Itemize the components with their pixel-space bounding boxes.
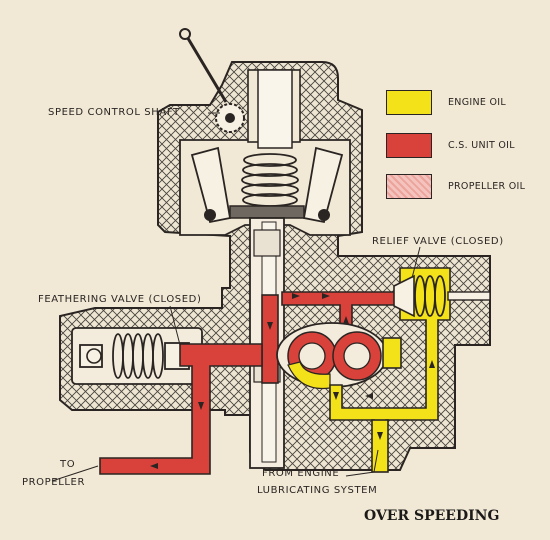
to-propeller-label-line2: PROPELLER xyxy=(22,477,86,488)
legend-label-engine-oil: ENGINE OIL xyxy=(448,97,506,108)
relief-valve-label: RELIEF VALVE (CLOSED) xyxy=(372,236,504,247)
gear-pump xyxy=(276,322,388,390)
feathering-valve-spring xyxy=(112,333,164,379)
from-engine-label-line2: LUBRICATING SYSTEM xyxy=(257,485,378,496)
leader-lines xyxy=(51,112,421,482)
legend-label-cs-unit-oil: C.S. UNIT OIL xyxy=(448,140,515,151)
legend-swatch-propeller-oil xyxy=(386,174,432,199)
flyweight-head xyxy=(229,205,305,219)
cs-unit-oil-passages xyxy=(99,291,401,475)
to-propeller-label-line1: TO xyxy=(60,459,76,470)
legend-label-propeller-oil: PROPELLER OIL xyxy=(448,181,526,192)
engine-inlet xyxy=(371,419,389,473)
from-engine-label-line1: FROM ENGINE xyxy=(262,468,340,479)
legend-swatch-engine-oil xyxy=(386,90,432,115)
speed-control-shaft-label: SPEED CONTROL SHAFT xyxy=(48,107,180,118)
speed-control-shaft xyxy=(179,28,245,133)
flow-arrows xyxy=(150,293,435,469)
relief-valve xyxy=(393,274,491,318)
speeder-spring xyxy=(241,153,299,207)
feathering-valve-label: FEATHERING VALVE (CLOSED) xyxy=(38,294,202,305)
legend-swatch-cs-unit-oil xyxy=(386,133,432,158)
diagram-caption: OVER SPEEDING xyxy=(364,508,500,524)
